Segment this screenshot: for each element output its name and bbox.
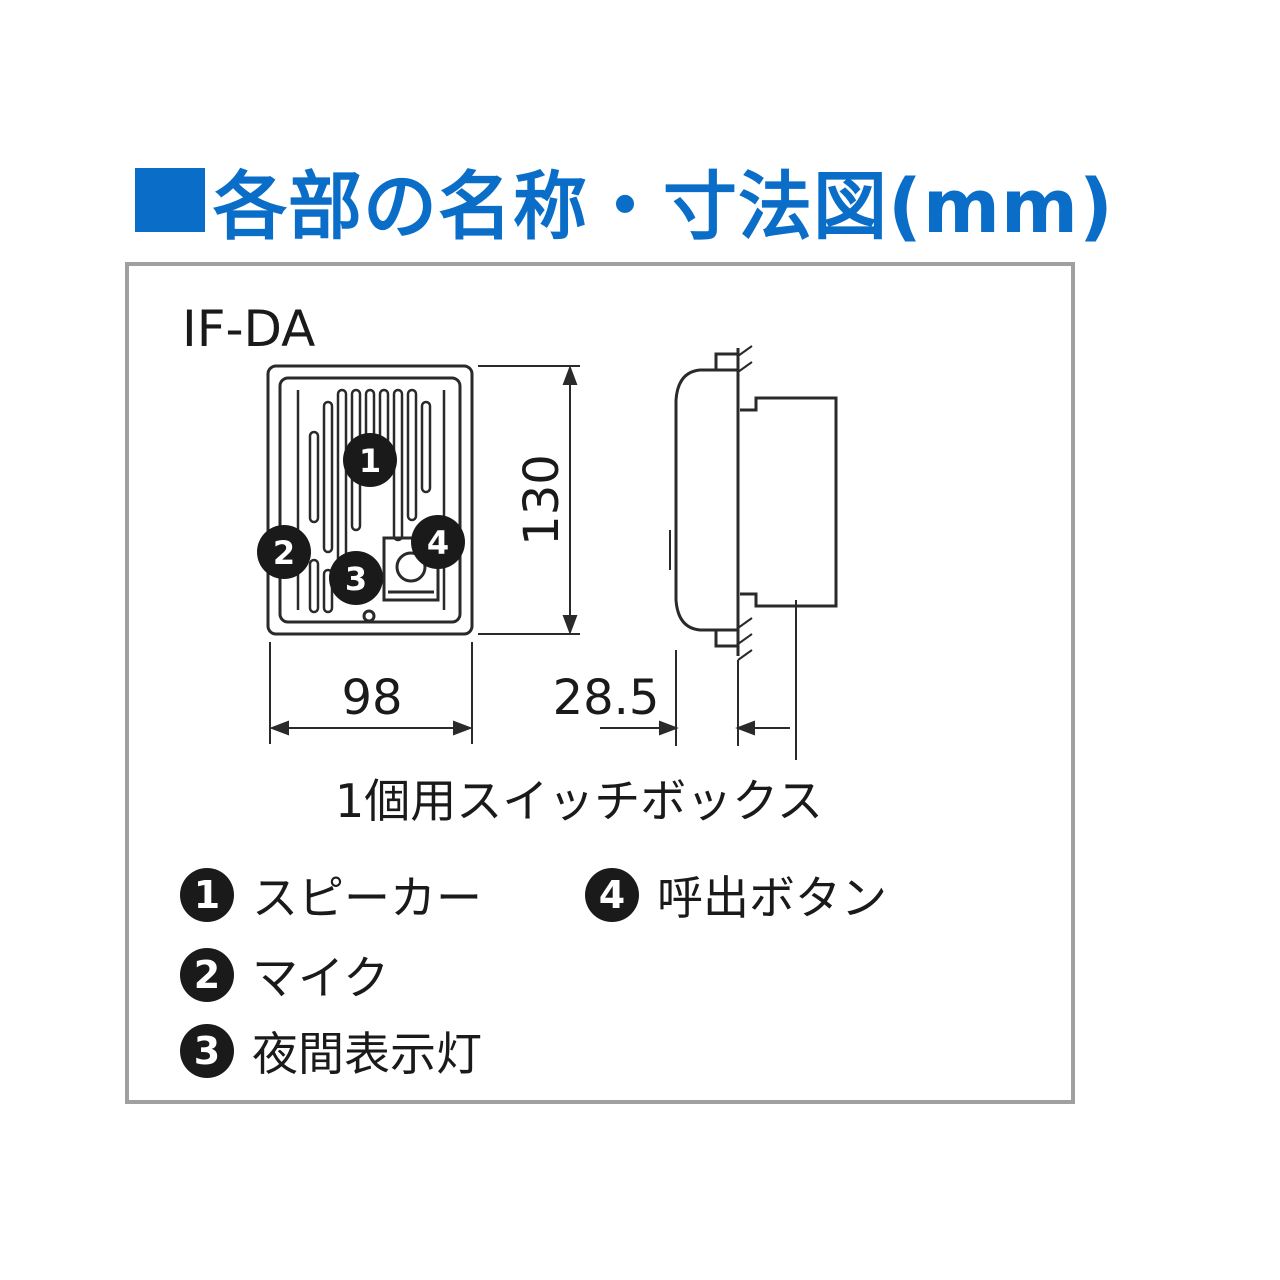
legend-label: 夜間表示灯 xyxy=(252,1027,482,1081)
model-name: IF-DA xyxy=(182,300,316,358)
badge-4: 4 xyxy=(411,515,465,569)
legend-number: 4 xyxy=(585,868,639,922)
title-square-icon xyxy=(135,168,205,232)
legend-item-mic: 2 マイク xyxy=(180,942,389,1008)
width-label: 98 xyxy=(341,670,402,726)
legend-item-call-button: 4 呼出ボタン xyxy=(585,862,887,928)
svg-text:2: 2 xyxy=(273,534,295,572)
call-button-circle xyxy=(395,551,427,583)
title-text: 各部の名称・寸法図(mm) xyxy=(213,163,1114,250)
legend-item-night-light: 3 夜間表示灯 xyxy=(180,1018,482,1084)
night-light xyxy=(362,609,376,623)
legend-label: 呼出ボタン xyxy=(657,871,887,925)
width-dimension xyxy=(269,642,473,744)
diagram-frame xyxy=(125,262,1075,1104)
legend-number: 3 xyxy=(180,1024,234,1078)
side-view xyxy=(669,345,838,661)
legend-number: 1 xyxy=(180,868,234,922)
badge-3: 3 xyxy=(329,551,383,605)
svg-text:4: 4 xyxy=(427,524,449,562)
legend-number: 2 xyxy=(180,948,234,1002)
legend-label: スピーカー xyxy=(252,871,482,925)
svg-text:1: 1 xyxy=(359,442,381,480)
height-label: 130 xyxy=(514,454,570,546)
front-panel-outer xyxy=(266,364,474,636)
switch-box-caption: 1個用スイッチボックス xyxy=(335,774,823,828)
page-title: 各部の名称・寸法図(mm) xyxy=(135,150,1114,250)
svg-text:3: 3 xyxy=(345,560,367,598)
legend-item-speaker: 1 スピーカー xyxy=(180,862,482,928)
height-dimension xyxy=(478,365,580,635)
badge-2: 2 xyxy=(257,525,311,579)
legend-label: マイク xyxy=(252,951,390,1005)
badge-1: 1 xyxy=(343,433,397,487)
depth-dimension xyxy=(600,600,797,760)
depth-label: 28.5 xyxy=(553,670,660,726)
